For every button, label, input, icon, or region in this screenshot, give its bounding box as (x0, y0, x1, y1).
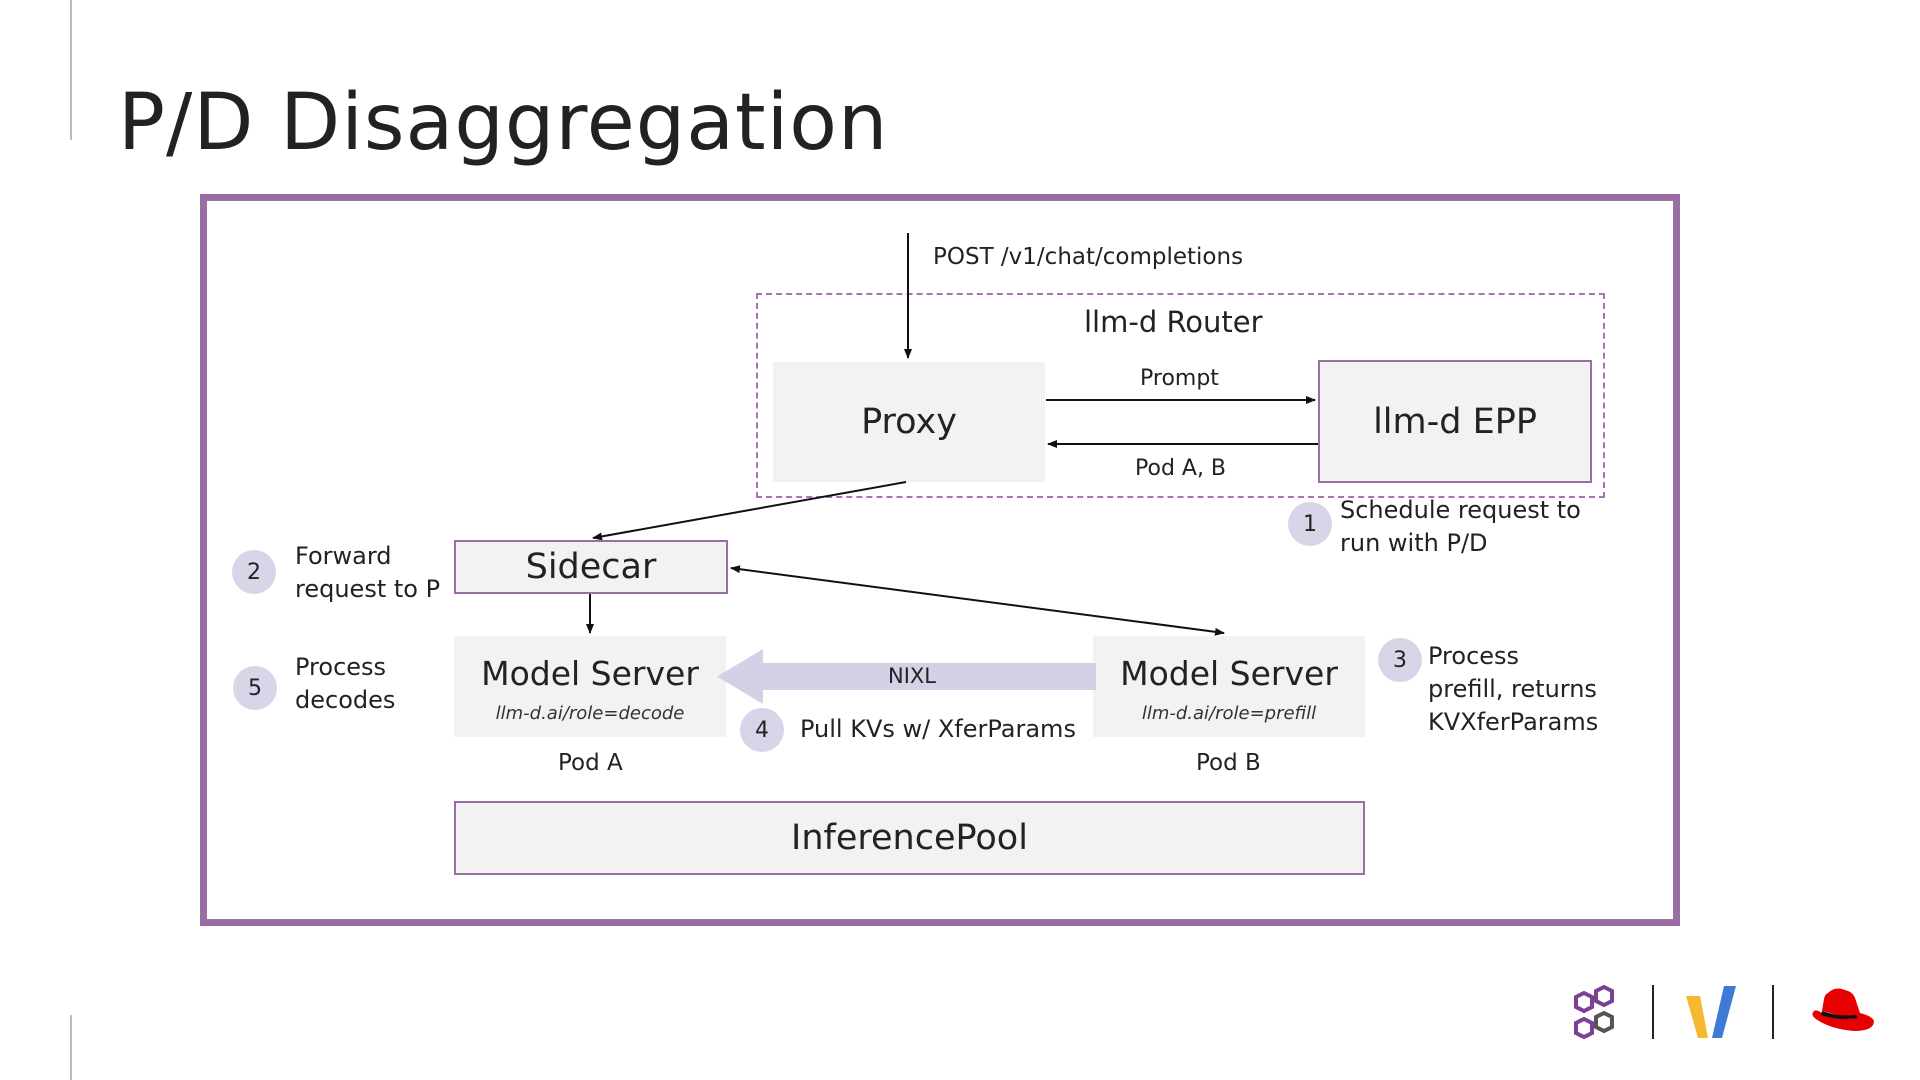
step-2-line-1: Forward (295, 542, 392, 570)
pod-b-label: Pod B (1196, 750, 1261, 776)
prefill-model-server-box: Model Server llm-d.ai/role=prefill (1093, 636, 1365, 737)
step-2-line-2: request to P (295, 575, 441, 603)
nixl-label: NIXL (888, 664, 936, 688)
decode-model-server-title: Model Server (481, 653, 699, 693)
proxy-box: Proxy (773, 362, 1045, 482)
step-3-line-3: KVXferParams (1428, 708, 1599, 736)
epp-box: llm-d EPP (1318, 360, 1592, 483)
step-4-text: Pull KVs w/ XferParams (800, 713, 1076, 746)
llm-d-hexagon-logo (1574, 984, 1614, 1040)
step-3-line-2: prefill, returns (1428, 675, 1597, 703)
accent-line-top (70, 0, 72, 140)
inference-pool-label: InferencePool (791, 818, 1028, 858)
nixl-arrow (717, 649, 1096, 704)
step-5-line-1: Process (295, 653, 387, 681)
logo-separator (1772, 985, 1774, 1039)
sidecar-label: Sidecar (525, 547, 657, 587)
step-2-badge: 2 (232, 550, 276, 594)
decode-model-server-box: Model Server llm-d.ai/role=decode (454, 636, 726, 737)
proxy-to-sidecar-arrow (592, 481, 907, 541)
diagram-frame (200, 194, 1680, 926)
prompt-label: Prompt (1140, 366, 1219, 391)
prefill-role-label: llm-d.ai/role=prefill (1141, 702, 1317, 724)
vllm-logo (1686, 986, 1736, 1038)
step-5-badge: 5 (233, 666, 277, 710)
inference-pool-box: InferencePool (454, 801, 1365, 875)
request-label: POST /v1/chat/completions (933, 244, 1244, 270)
step-5-line-2: decodes (295, 686, 396, 714)
step-5-text: Process decodes (295, 651, 395, 717)
step-4-line-1: Pull KVs w/ XferParams (800, 715, 1076, 743)
router-title: llm-d Router (1084, 305, 1263, 339)
accent-line-bottom (70, 1015, 72, 1080)
proxy-label: Proxy (861, 402, 957, 442)
slide-title: P/D Disaggregation (118, 78, 889, 168)
step-3-text: Process prefill, returns KVXferParams (1428, 640, 1598, 739)
step-3-line-1: Process (1428, 642, 1520, 670)
step-1-text: Schedule request to run with P/D (1340, 494, 1581, 560)
epp-label: llm-d EPP (1373, 401, 1537, 442)
red-hat-logo (1812, 988, 1874, 1031)
sidecar-box: Sidecar (454, 540, 728, 594)
pod-a-label: Pod A (558, 750, 623, 776)
router-group (756, 293, 1605, 498)
step-4-badge: 4 (740, 708, 784, 752)
logo-separator (1652, 985, 1654, 1039)
step-1-line-1: Schedule request to (1340, 496, 1581, 524)
step-1-badge: 1 (1288, 502, 1332, 546)
pods-label: Pod A, B (1135, 456, 1227, 481)
step-2-text: Forward request to P (295, 540, 440, 606)
decode-role-label: llm-d.ai/role=decode (495, 702, 685, 724)
step-1-line-2: run with P/D (1340, 529, 1488, 557)
step-3-badge: 3 (1378, 638, 1422, 682)
sidecar-prefill-arrow (730, 565, 1225, 636)
prefill-model-server-title: Model Server (1120, 653, 1338, 693)
